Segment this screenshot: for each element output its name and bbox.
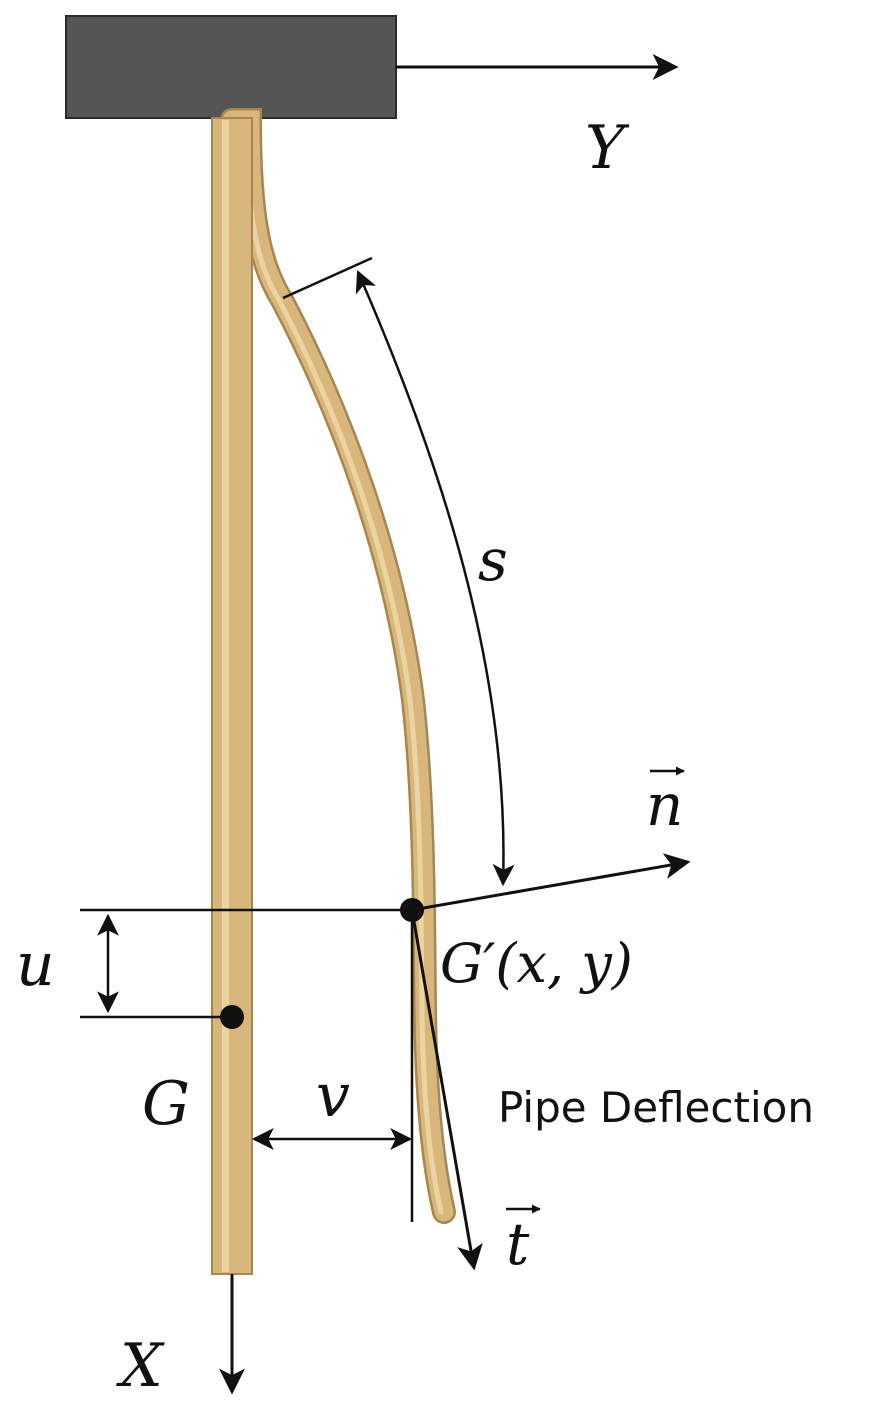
y-axis-label: Y bbox=[585, 113, 630, 183]
svg-text:t: t bbox=[506, 1210, 530, 1278]
tangent-vector-arrow bbox=[410, 909, 483, 1271]
x-axis-label: X bbox=[116, 1331, 165, 1401]
svg-text:n: n bbox=[646, 771, 683, 839]
support-block bbox=[65, 15, 397, 119]
deflected-point-marker bbox=[400, 898, 424, 922]
normal-vector-label: n bbox=[646, 766, 685, 839]
arc-start-tick bbox=[282, 256, 373, 300]
v-label: v bbox=[316, 1061, 350, 1131]
straight-pipe bbox=[211, 117, 253, 1275]
deflected-point-label: G′(x, y) bbox=[440, 932, 633, 995]
tangent-vector-label: t bbox=[506, 1204, 541, 1278]
normal-vector-arrow bbox=[411, 853, 691, 912]
diagram-caption: Pipe Deflection bbox=[498, 1083, 814, 1132]
arc-length-label: s bbox=[478, 526, 508, 594]
original-point-label: G bbox=[142, 1069, 190, 1139]
arc-length-arrow bbox=[355, 269, 515, 887]
u-label: u bbox=[16, 930, 55, 1000]
original-point-marker bbox=[220, 1005, 244, 1029]
